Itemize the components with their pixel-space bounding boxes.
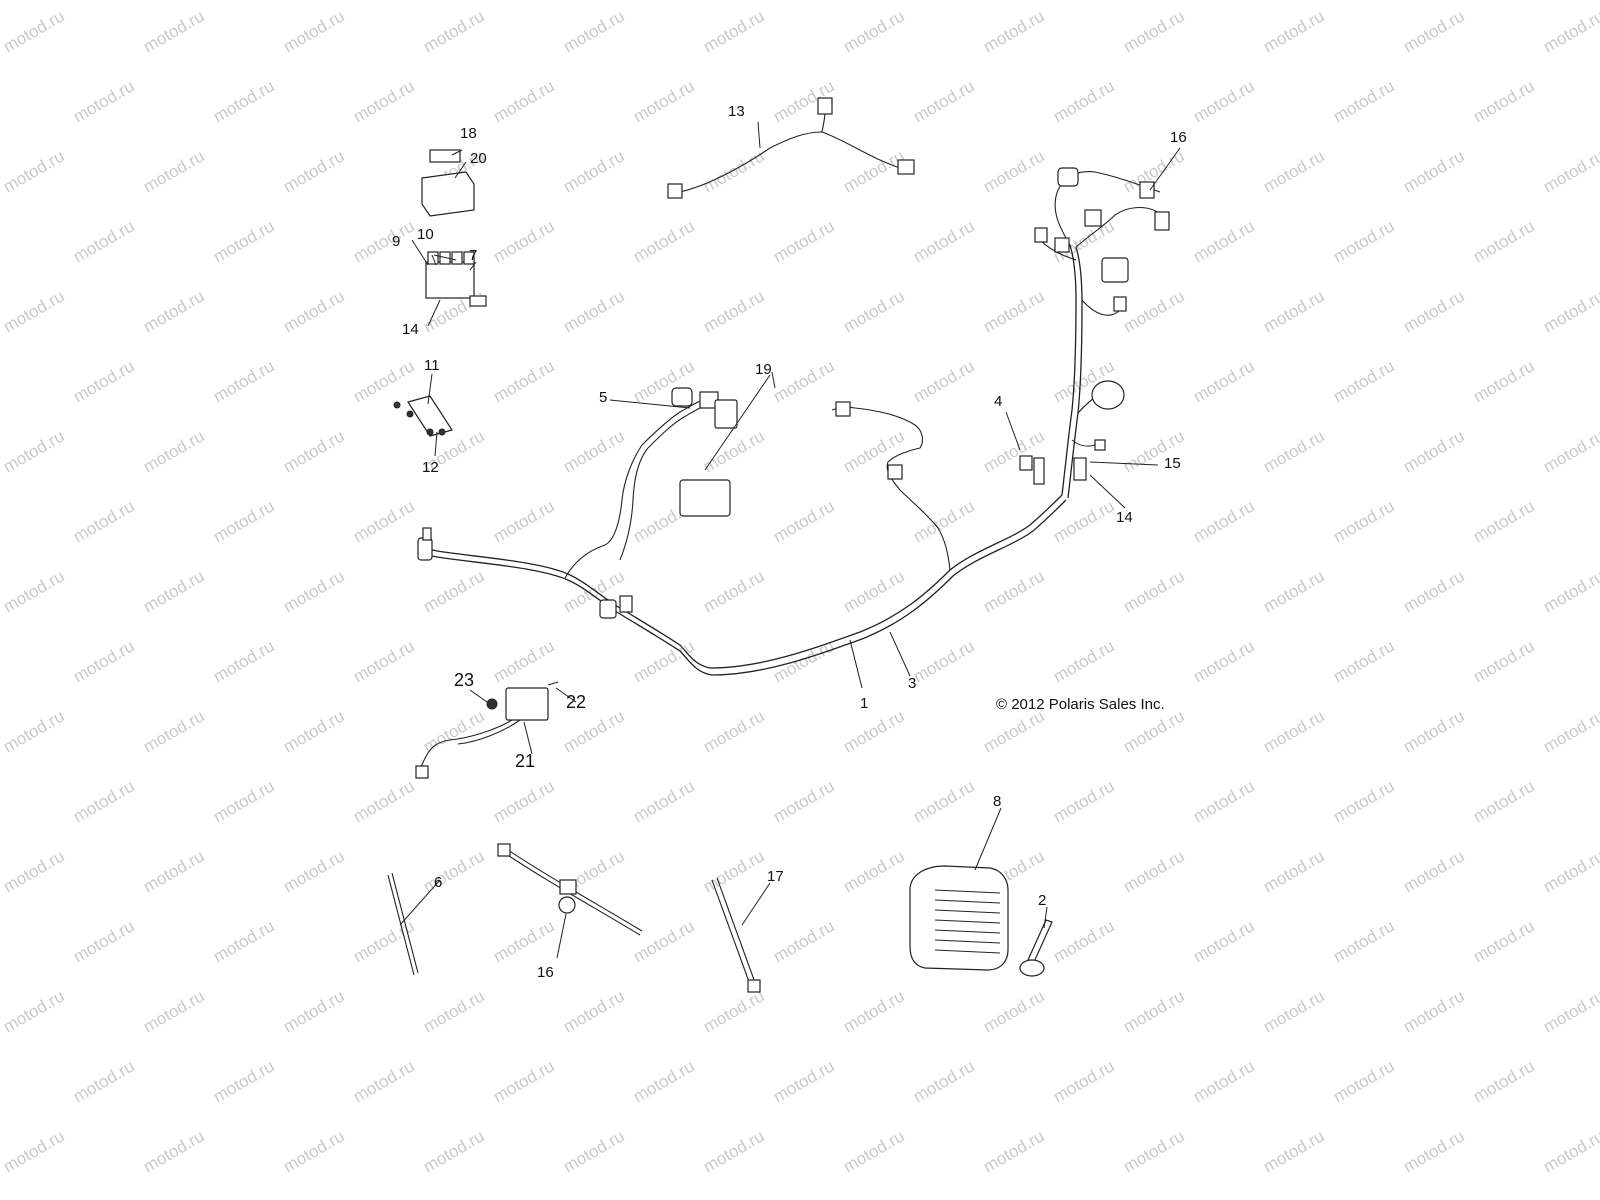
callout-21: 21 [515,751,536,771]
callout-4: 4 [994,393,1003,410]
fuse-label-18 [429,149,461,163]
callout-8: 8 [993,793,1002,810]
callout-7: 7 [469,247,478,264]
callout-3: 3 [908,675,917,692]
callout-14-harness: 14 [1116,509,1133,526]
screw-2 [1019,919,1053,977]
fuse-cover-20 [421,171,475,217]
callout-10: 10 [417,226,434,243]
relay-assembly [415,681,559,779]
callout-11: 11 [424,357,440,374]
harness-connectors [417,167,1170,619]
callout-14-fuse-box: 14 [402,321,419,338]
regulator-8 [909,865,1009,971]
callout-20: 20 [470,150,487,167]
fuse-box [425,251,487,307]
callout-16-tie: 16 [537,964,554,981]
callout-5: 5 [599,389,608,406]
leader-lines [399,121,1181,959]
callout-22: 22 [566,692,587,712]
callout-6: 6 [434,874,443,891]
callout-13: 13 [728,103,745,120]
callout-17: 17 [767,868,784,885]
cable-tie-6 [387,872,419,976]
callout-12: 12 [422,459,439,476]
main-wiring-harness [431,171,1163,676]
bracket-11 [393,395,453,437]
callout-15: 15 [1164,455,1181,472]
callout-23: 23 [454,670,475,690]
callout-19: 19 [755,361,772,378]
callout-18: 18 [460,125,477,142]
push-mount-tie-16 [497,843,643,936]
callout-2: 2 [1038,892,1047,909]
harness-13 [667,97,915,199]
cable-tie-17 [711,877,761,993]
callout-9: 9 [392,233,401,250]
callout-1: 1 [860,695,869,712]
callout-16-harness: 16 [1170,129,1187,146]
copyright-notice: © 2012 Polaris Sales Inc. [996,696,1165,713]
